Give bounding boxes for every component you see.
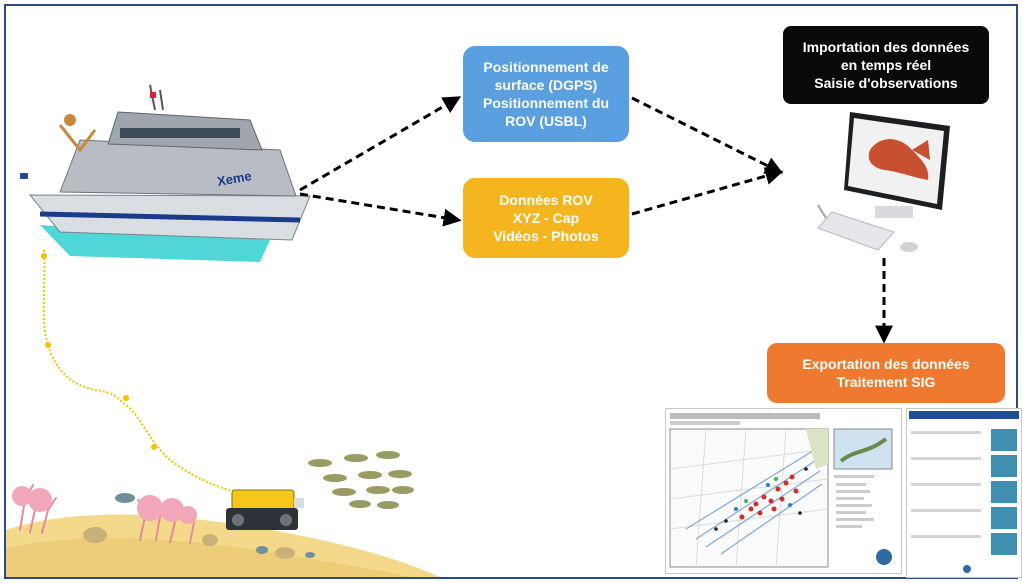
node-data-export: Exportation des données Traitement SIG — [767, 343, 1005, 403]
fish-school — [308, 451, 414, 509]
gis-map-thumbnail — [665, 408, 902, 574]
coral-reef — [12, 484, 315, 559]
research-vessel — [20, 84, 311, 262]
arrow-vessel-to-positioning — [299, 96, 462, 192]
gis-map-graphic — [666, 409, 901, 573]
seabed — [6, 514, 440, 577]
vessel-name: Xeme — [216, 168, 253, 189]
data-table-thumbnail — [906, 408, 1022, 578]
flow-arrows — [299, 96, 893, 344]
node-rov-data: Données ROV XYZ - Cap Vidéos - Photos — [463, 178, 629, 258]
arrow-rov-data-to-import — [631, 167, 784, 216]
arrow-positioning-to-import — [631, 96, 784, 174]
rov-vehicle — [226, 489, 304, 530]
data-table-graphic — [909, 411, 1019, 573]
computer-workstation — [817, 112, 950, 252]
arrow-vessel-to-rov-data — [299, 192, 462, 227]
node-data-import: Importation des données en temps réel Sa… — [783, 26, 989, 104]
rov-tether — [41, 249, 249, 496]
node-positioning: Positionnement de surface (DGPS) Positio… — [463, 46, 629, 142]
